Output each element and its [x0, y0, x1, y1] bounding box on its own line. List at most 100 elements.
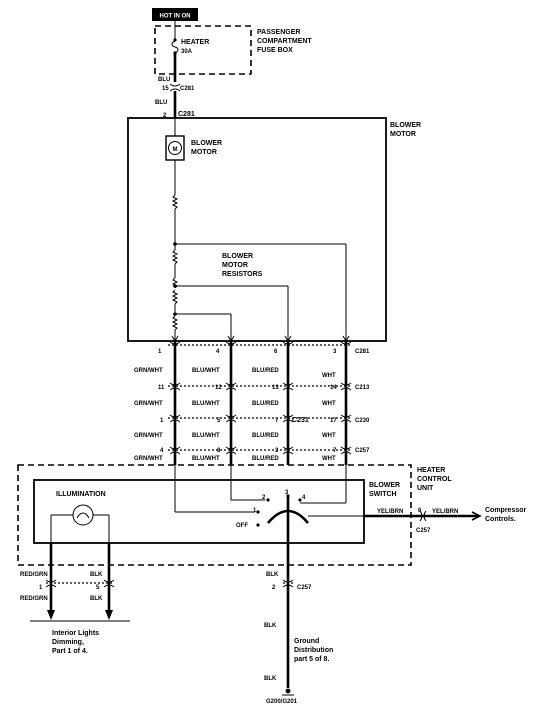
hot-in-on-tag [152, 8, 198, 21]
blower-motor-box-label-1: BLOWER [390, 122, 421, 129]
row1-grn-wht: GRN/WHT [134, 368, 163, 374]
bulb-filament [76, 512, 90, 519]
c231-pin-5: 5 [217, 418, 221, 424]
switch-pos-3: 3 [285, 490, 289, 496]
connector-c281-top-lower [169, 88, 181, 92]
compressor-connector-mark [419, 510, 427, 522]
lower-mid-pin-2: 2 [272, 585, 276, 591]
switch-pos-4: 4 [302, 495, 306, 501]
switch-contact-2 [266, 498, 270, 502]
lower-left-label-3: Part 1 of 4. [52, 648, 88, 655]
c213-pin-13: 13 [272, 385, 279, 391]
lower-left-label-1: Interior Lights [52, 630, 99, 637]
c213-label: C213 [355, 385, 370, 391]
c231-label: C231 [292, 417, 309, 424]
motor-label-1: BLOWER [191, 140, 222, 147]
lower-left-label-2: Dimming, [52, 639, 84, 646]
fuse-box-label-1: PASSENGER [257, 29, 300, 36]
row4-grn-wht: GRN/WHT [134, 456, 163, 462]
resistor-symbol-2 [171, 249, 179, 265]
fuse-box-label-3: FUSE BOX [257, 47, 293, 54]
red-grn-label-a: RED/GRN [20, 572, 48, 578]
compressor-label-1: Compressor [485, 507, 527, 514]
ground-symbol-icon [285, 688, 291, 694]
blower-motor-box-label-2: MOTOR [390, 131, 416, 138]
c281-pin-3: 3 [333, 349, 337, 355]
fuse-box-label-2: COMPARTMENT [257, 38, 312, 45]
connector-c281-top-upper [169, 83, 181, 87]
blu-label-lower: BLU [155, 100, 167, 106]
lower-mid-pin-marks [282, 579, 294, 588]
resistors-label-1: BLOWER [222, 253, 253, 260]
connector-row-c213 [168, 382, 352, 391]
c257-pin-4: 4 [160, 448, 164, 454]
blk-label-bottom: BLK [264, 676, 277, 682]
row2-wht: WHT [322, 401, 336, 407]
switch-off-label: OFF [236, 523, 248, 529]
row2-grn-wht: GRN/WHT [134, 401, 163, 407]
lower-mid-c257: C257 [297, 585, 312, 591]
connector-c281-top-label: C281 [180, 86, 195, 92]
lower-left-pin-1: 1 [39, 585, 43, 591]
blk-arrow-left [105, 610, 113, 620]
connector-row-c231 [168, 414, 352, 423]
fuse-dot-top [173, 38, 177, 42]
c281-pin-4: 4 [216, 349, 220, 355]
fuse-box-outline [154, 25, 252, 75]
switch-pos-2: 2 [262, 495, 266, 501]
ground-label: G200/G201 [266, 699, 298, 705]
switch-contact-4 [298, 498, 302, 502]
row4-wht: WHT [322, 456, 336, 462]
row1-wht: WHT [322, 373, 336, 379]
blk-label-b: BLK [90, 596, 103, 602]
c257-label: C257 [355, 448, 370, 454]
hcu-label-3: UNIT [417, 485, 434, 492]
ground-dist-label-1: Ground [294, 638, 319, 645]
illumination-bulb-icon [72, 504, 94, 526]
red-grn-label-b: RED/GRN [20, 596, 48, 602]
resistors-label-3: RESISTORS [222, 271, 263, 278]
harness-wires [173, 341, 348, 465]
row1-blu-red: BLU/RED [252, 368, 279, 374]
c281-label: C281 [355, 349, 370, 355]
c231-pin-7: 7 [275, 418, 279, 424]
blower-motor-box [127, 117, 387, 342]
row1-blu-wht: BLU/WHT [192, 368, 220, 374]
lower-left-pin-marks [45, 579, 115, 588]
blower-switch-box [33, 479, 365, 544]
lower-left-pin-5: 5 [96, 585, 100, 591]
connector-c281-bold-label: C281 [178, 111, 195, 118]
c213-pin-11: 11 [158, 385, 165, 391]
c257-pin-8: 8 [217, 448, 221, 454]
hcu-label-1: HEATER [417, 467, 445, 474]
blower-switch-label-2: SWITCH [369, 491, 397, 498]
c213-pin-14: 14 [330, 385, 337, 391]
ground-dist-label-3: part 5 of 8. [294, 656, 329, 663]
resistor-symbol-1 [171, 194, 179, 210]
motor-symbol-letter: M [173, 147, 178, 153]
compressor-c257: C257 [416, 528, 431, 534]
compressor-label-2: Controls. [485, 516, 516, 523]
hot-in-on-label: HOT IN ON [160, 14, 191, 20]
blower-switch-label-1: BLOWER [369, 482, 400, 489]
row4-blu-wht: BLU/WHT [192, 456, 220, 462]
c230-label: C230 [355, 418, 370, 424]
row3-grn-wht: GRN/WHT [134, 433, 163, 439]
c230-pin-17: 17 [330, 418, 337, 424]
c281-pin-1: 1 [158, 349, 162, 355]
row2-blu-red: BLU/RED [252, 401, 279, 407]
c257-pin-7: 7 [333, 448, 337, 454]
blk-label-mid-top: BLK [266, 572, 279, 578]
c213-pin-12: 12 [215, 385, 222, 391]
resistors-label-2: MOTOR [222, 262, 248, 269]
ground-dist-label-2: Distribution [294, 647, 333, 654]
fuse-symbol [171, 40, 179, 54]
connector-row-c281 [168, 341, 352, 346]
motor-label-2: MOTOR [191, 149, 217, 156]
c213-pin-marks [169, 382, 352, 391]
c231-pin-1: 1 [160, 418, 164, 424]
c257-pin-3: 3 [275, 448, 279, 454]
c281-pin-marks [169, 341, 352, 345]
red-grn-arrow [47, 610, 55, 620]
